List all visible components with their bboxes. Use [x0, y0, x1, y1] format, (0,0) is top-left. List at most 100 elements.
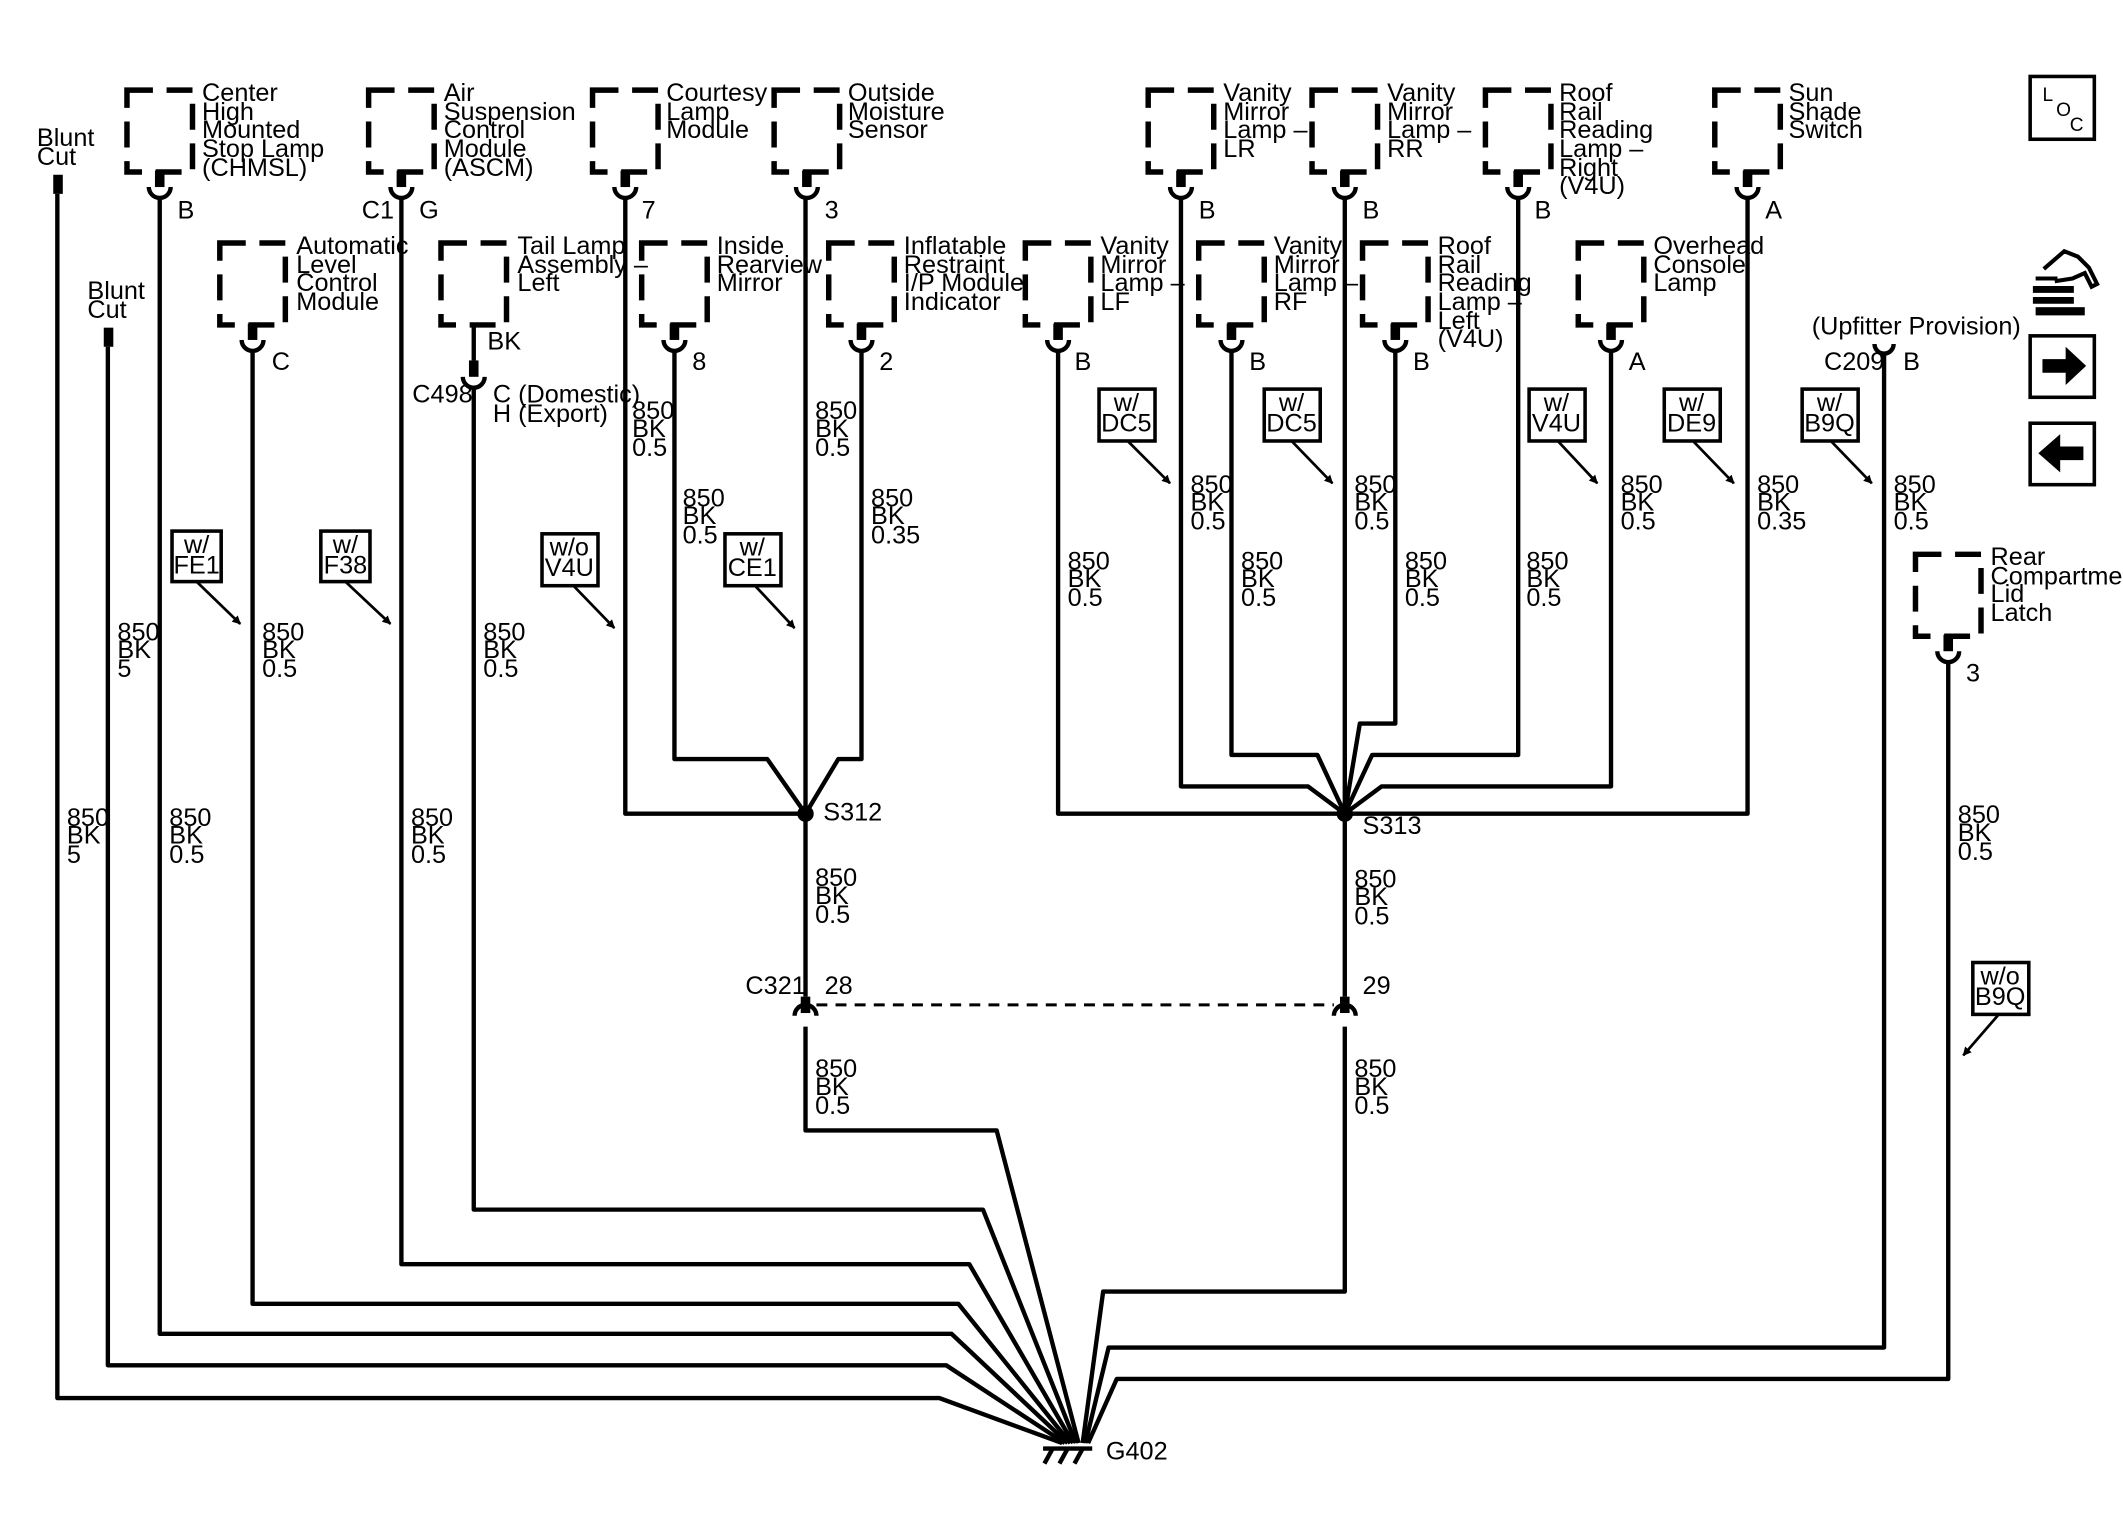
sunshade-connector: [1734, 170, 1761, 201]
svg-text:BK: BK: [1958, 819, 1992, 847]
svg-text:Rail: Rail: [1438, 251, 1482, 279]
vanity-rf-connector: [1218, 323, 1245, 353]
wire-c321-a-to-g402: [803, 1026, 1081, 1444]
wire-label-vanity-rr: 850 BK 0.5: [1354, 471, 1396, 536]
svg-text:F38: F38: [324, 551, 368, 579]
svg-text:V4U: V4U: [545, 554, 594, 582]
pin-vanity-lf: B: [1074, 348, 1091, 376]
svg-text:BK: BK: [815, 1073, 849, 1101]
svg-text:Cut: Cut: [87, 296, 126, 324]
roof-right-connector: [1505, 170, 1532, 201]
vanity-rf-box: [1195, 240, 1267, 328]
svg-text:Lamp: Lamp: [666, 98, 729, 126]
wire-c209: [1083, 353, 1887, 1444]
schematic-tools-button[interactable]: [2032, 248, 2100, 316]
svg-text:0.5: 0.5: [632, 434, 667, 462]
svg-text:Shade: Shade: [1789, 98, 1862, 126]
svg-text:Latch: Latch: [1991, 599, 2053, 627]
label-moisture: Outside Moisture Sensor: [848, 79, 945, 144]
pin-airbag: 2: [879, 348, 893, 376]
pin-vanity-rr: B: [1363, 196, 1380, 224]
svg-text:Module: Module: [666, 116, 749, 144]
nav-controls: L O C: [2028, 74, 2100, 487]
svg-text:Overhead: Overhead: [1653, 232, 1764, 260]
label-tail-left: Tail Lamp Assembly – Left: [517, 232, 648, 297]
svg-text:BK: BK: [262, 636, 296, 664]
next-page-button[interactable]: [2028, 334, 2097, 400]
wire-ascm: [399, 197, 1075, 1445]
svg-text:0.5: 0.5: [815, 901, 850, 929]
wire-label-c209: 850 BK 0.5: [1894, 471, 1936, 536]
loc-button[interactable]: L O C: [2028, 74, 2097, 142]
splice-s312-label: S312: [823, 799, 882, 827]
svg-text:(V4U): (V4U): [1438, 325, 1504, 353]
svg-text:0.5: 0.5: [1068, 584, 1103, 612]
pin-c209: B: [1903, 348, 1920, 376]
svg-text:w/: w/: [1543, 389, 1570, 417]
svg-text:0.5: 0.5: [1405, 584, 1440, 612]
option-f38: w/ F38: [319, 529, 392, 625]
svg-text:w/: w/: [1678, 389, 1705, 417]
svg-text:Sensor: Sensor: [848, 116, 928, 144]
svg-text:0.5: 0.5: [1354, 902, 1389, 930]
svg-text:0.5: 0.5: [1354, 508, 1389, 536]
pin-c321-a: 28: [825, 972, 853, 1000]
svg-text:LR: LR: [1223, 135, 1255, 163]
wire-label-blunt-a: 850 BK 5: [67, 804, 109, 869]
c321-connector-a: [792, 996, 819, 1016]
ascm-connector: [388, 170, 415, 201]
svg-text:w/: w/: [332, 531, 359, 559]
sunshade-box: [1712, 87, 1784, 175]
svg-text:850: 850: [1757, 471, 1799, 499]
svg-text:Cut: Cut: [37, 143, 76, 171]
c498-note-line1: C (Domestic): [493, 381, 640, 409]
svg-text:DE9: DE9: [1667, 409, 1716, 437]
svg-text:Rearview: Rearview: [717, 251, 823, 279]
option-fe1: w/ FE1: [170, 529, 242, 625]
svg-text:850: 850: [683, 485, 725, 513]
option-b9q-without: w/o B9Q: [1962, 960, 2031, 1057]
rearview-connector: [661, 323, 688, 353]
svg-text:Mirror: Mirror: [1223, 98, 1289, 126]
wire-label-moisture: 850 BK 0.5: [815, 397, 857, 462]
svg-text:LF: LF: [1100, 288, 1129, 316]
svg-text:w/o: w/o: [549, 534, 589, 562]
svg-text:Lamp –: Lamp –: [1559, 135, 1644, 163]
blunt-cut-b-end: [103, 327, 114, 347]
svg-text:w/: w/: [739, 534, 766, 562]
svg-text:Lamp: Lamp: [1653, 269, 1716, 297]
svg-text:I/P Module: I/P Module: [904, 269, 1024, 297]
svg-text:Tail Lamp: Tail Lamp: [517, 232, 625, 260]
label-vanity-rr: Vanity Mirror Lamp – RR: [1387, 79, 1472, 163]
wire-label-s312-out: 850 BK 0.5: [815, 864, 857, 929]
svg-text:Air: Air: [444, 79, 475, 107]
svg-text:FE1: FE1: [173, 551, 219, 579]
svg-text:Control: Control: [444, 116, 525, 144]
roof-right-box: [1482, 87, 1554, 175]
vanity-lr-connector: [1167, 170, 1195, 201]
svg-text:Sun: Sun: [1789, 79, 1834, 107]
wire-label-tail: 850 BK 0.5: [483, 618, 525, 683]
svg-text:(CHMSL): (CHMSL): [202, 154, 307, 182]
svg-text:Switch: Switch: [1789, 116, 1863, 144]
wire-blunt-b: [105, 346, 1067, 1445]
vanity-rr-connector: [1331, 170, 1358, 201]
connector-c209-label: C209: [1824, 348, 1884, 376]
svg-text:Vanity: Vanity: [1100, 232, 1169, 260]
svg-text:0.5: 0.5: [483, 655, 518, 683]
moisture-connector: [793, 170, 820, 201]
svg-text:Vanity: Vanity: [1387, 79, 1456, 107]
svg-text:850: 850: [815, 397, 857, 425]
wire-label-roof-right: 850 BK 0.5: [1526, 547, 1568, 612]
previous-page-button[interactable]: [2028, 421, 2097, 487]
svg-text:BK: BK: [1354, 883, 1388, 911]
svg-text:BK: BK: [815, 415, 849, 443]
wire-label-vanity-lr: 850 BK 0.5: [1191, 471, 1233, 536]
svg-text:850: 850: [1621, 471, 1663, 499]
svg-text:BK: BK: [411, 822, 445, 850]
pin-vanity-rf: B: [1249, 348, 1266, 376]
option-v4u-with: w/ V4U: [1527, 387, 1599, 485]
arrow-right-icon: [2042, 346, 2087, 386]
label-blunt-cut-b: Blunt Cut: [87, 277, 145, 324]
wire-label-c321-a-out: 850 BK 0.5: [815, 1055, 857, 1120]
